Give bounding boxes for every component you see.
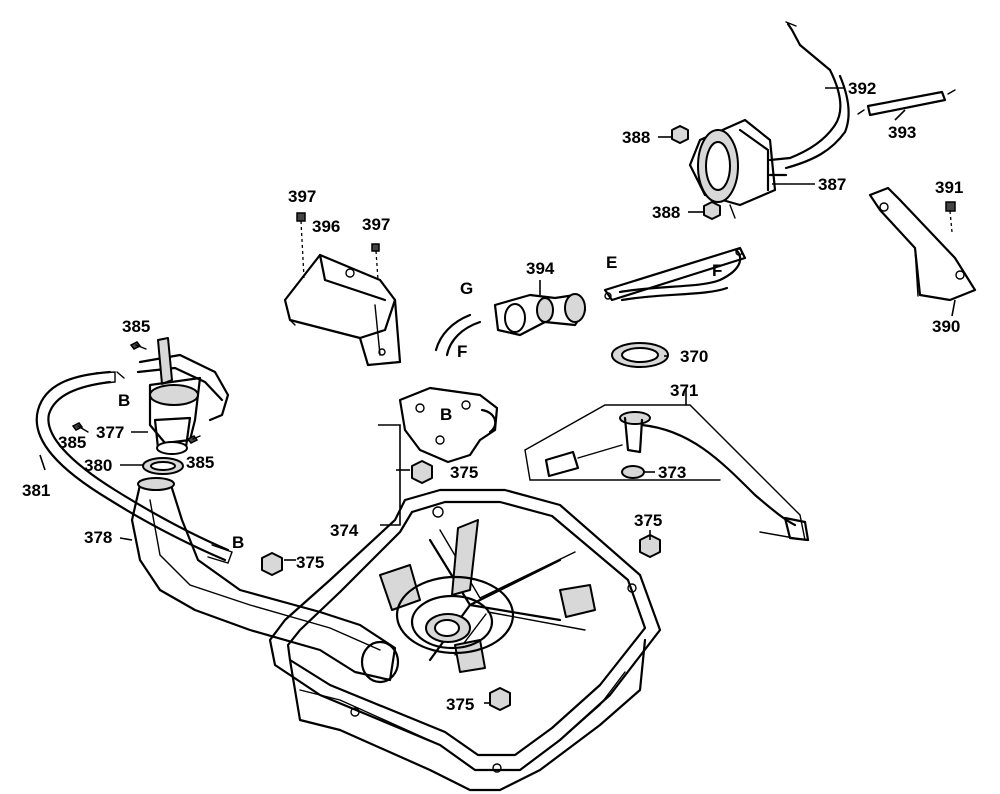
callout-394: 394 bbox=[526, 259, 555, 278]
callout-385-right: 385 bbox=[186, 453, 214, 472]
o-ring-373 bbox=[621, 465, 645, 479]
pump-mount-plate-374 bbox=[398, 386, 499, 464]
callout-375-left: 375 bbox=[296, 553, 324, 572]
callout-385-left: 385 bbox=[58, 433, 86, 452]
hose-clamp-380 bbox=[142, 457, 184, 475]
fuel-line-392 bbox=[785, 21, 832, 72]
connector-b-lower: B bbox=[232, 533, 244, 552]
callout-388-upper: 388 bbox=[622, 128, 650, 147]
callout-378: 378 bbox=[84, 528, 112, 547]
callout-381: 381 bbox=[22, 481, 50, 500]
callout-labels: 392 393 388 388 387 391 390 397 397 396 … bbox=[22, 79, 963, 714]
filler-cap-377 bbox=[136, 337, 230, 455]
fuel-filter-394 bbox=[434, 293, 587, 357]
filler-neck-378 bbox=[130, 477, 400, 684]
screws-385 bbox=[71, 341, 201, 444]
bolts-397 bbox=[296, 212, 380, 281]
connection-letters: E F F G B B B bbox=[118, 253, 722, 552]
callout-371: 371 bbox=[670, 381, 698, 400]
callout-375-right: 375 bbox=[634, 511, 662, 530]
callout-391: 391 bbox=[935, 178, 963, 197]
vent-hose-381 bbox=[35, 370, 233, 564]
fuel-hose-ef bbox=[603, 246, 747, 302]
fuel-tank bbox=[268, 488, 662, 792]
callout-374: 374 bbox=[330, 521, 359, 540]
callout-373: 373 bbox=[658, 463, 686, 482]
callout-393: 393 bbox=[888, 123, 916, 142]
callout-377: 377 bbox=[96, 423, 124, 442]
fuel-pump-387 bbox=[688, 68, 850, 219]
connector-f-upper: F bbox=[712, 261, 722, 280]
callout-375-bottom: 375 bbox=[446, 695, 474, 714]
bracket-390 bbox=[868, 186, 977, 302]
callout-390: 390 bbox=[932, 317, 960, 336]
callout-385-top: 385 bbox=[122, 317, 150, 336]
nuts-388 bbox=[671, 125, 721, 220]
callout-397-right: 397 bbox=[362, 215, 390, 234]
connector-f-lower: F bbox=[457, 342, 467, 361]
callout-370: 370 bbox=[680, 347, 708, 366]
connector-b-upper: B bbox=[118, 391, 130, 410]
callout-375-top: 375 bbox=[450, 463, 478, 482]
leader-lines bbox=[39, 87, 956, 704]
bolt-391 bbox=[945, 201, 956, 233]
callout-388-lower: 388 bbox=[652, 203, 680, 222]
nuts-375 bbox=[261, 460, 661, 711]
rod-393 bbox=[857, 89, 956, 117]
callout-387: 387 bbox=[818, 175, 846, 194]
callout-392: 392 bbox=[848, 79, 876, 98]
connector-b-plate: B bbox=[440, 405, 452, 424]
callout-380: 380 bbox=[84, 456, 112, 475]
connector-e: E bbox=[606, 253, 617, 272]
gasket-370 bbox=[611, 342, 669, 368]
callout-397-left: 397 bbox=[288, 187, 316, 206]
callout-396: 396 bbox=[312, 217, 340, 236]
connector-g: G bbox=[460, 279, 473, 298]
fuel-sender-371 bbox=[524, 404, 810, 542]
bracket-396 bbox=[283, 253, 402, 367]
